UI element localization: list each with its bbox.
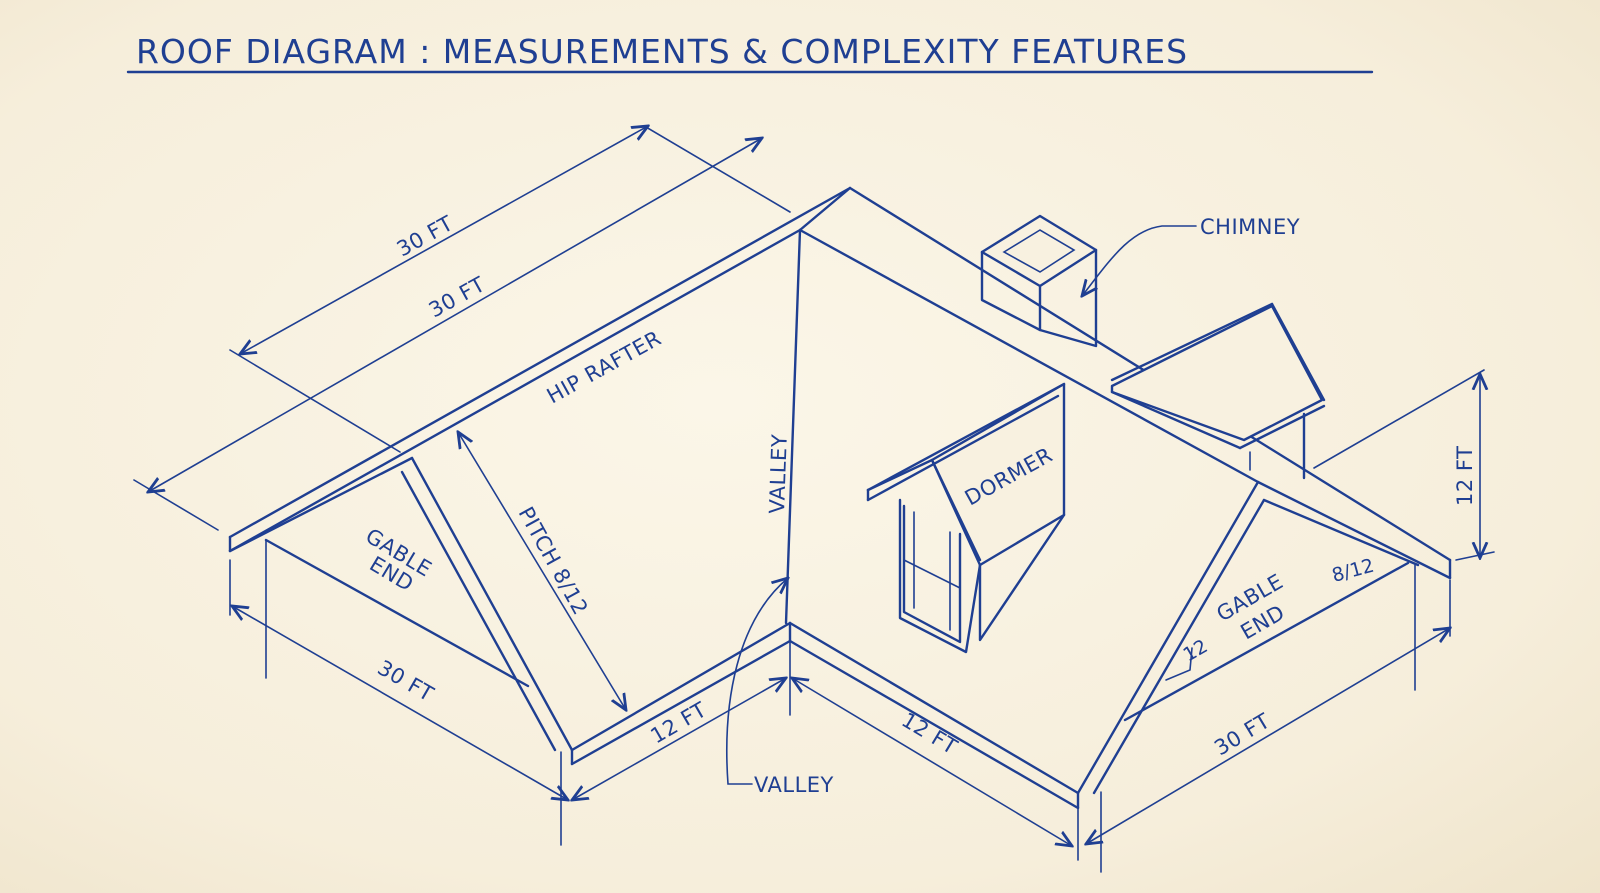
hip-rafter-label: HIP RAFTER	[543, 326, 666, 408]
dormer-drawing	[866, 382, 1066, 654]
dim-height-label: 12 FT	[1453, 446, 1477, 506]
diagram-title: ROOF DIAGRAM : MEASUREMENTS & COMPLEXITY…	[136, 32, 1188, 71]
dim-right-eave-label: 30 FT	[1210, 709, 1274, 761]
valley-callout-label: VALLEY	[754, 773, 834, 797]
dim-valley-right-label: 12 FT	[897, 708, 961, 760]
pitch-label: PITCH 8/12	[514, 503, 593, 619]
callout-leaders	[726, 225, 1197, 785]
dimension-lines	[133, 126, 1495, 861]
chimney-drawing	[980, 214, 1098, 348]
pitch-right-rise-label: 8/12	[1330, 555, 1377, 587]
dim-ridge-upper-label: 30 FT	[393, 211, 457, 261]
back-dormer-drawing	[1110, 302, 1326, 480]
chimney-label: CHIMNEY	[1200, 215, 1300, 239]
roof-structure	[228, 186, 1452, 873]
dim-left-eave-label: 30 FT	[374, 656, 438, 707]
pitch-right-run-label: 12	[1180, 635, 1212, 666]
dim-ridge-lower-label: 30 FT	[425, 272, 489, 322]
valley-vertical-label: VALLEY	[765, 433, 792, 514]
